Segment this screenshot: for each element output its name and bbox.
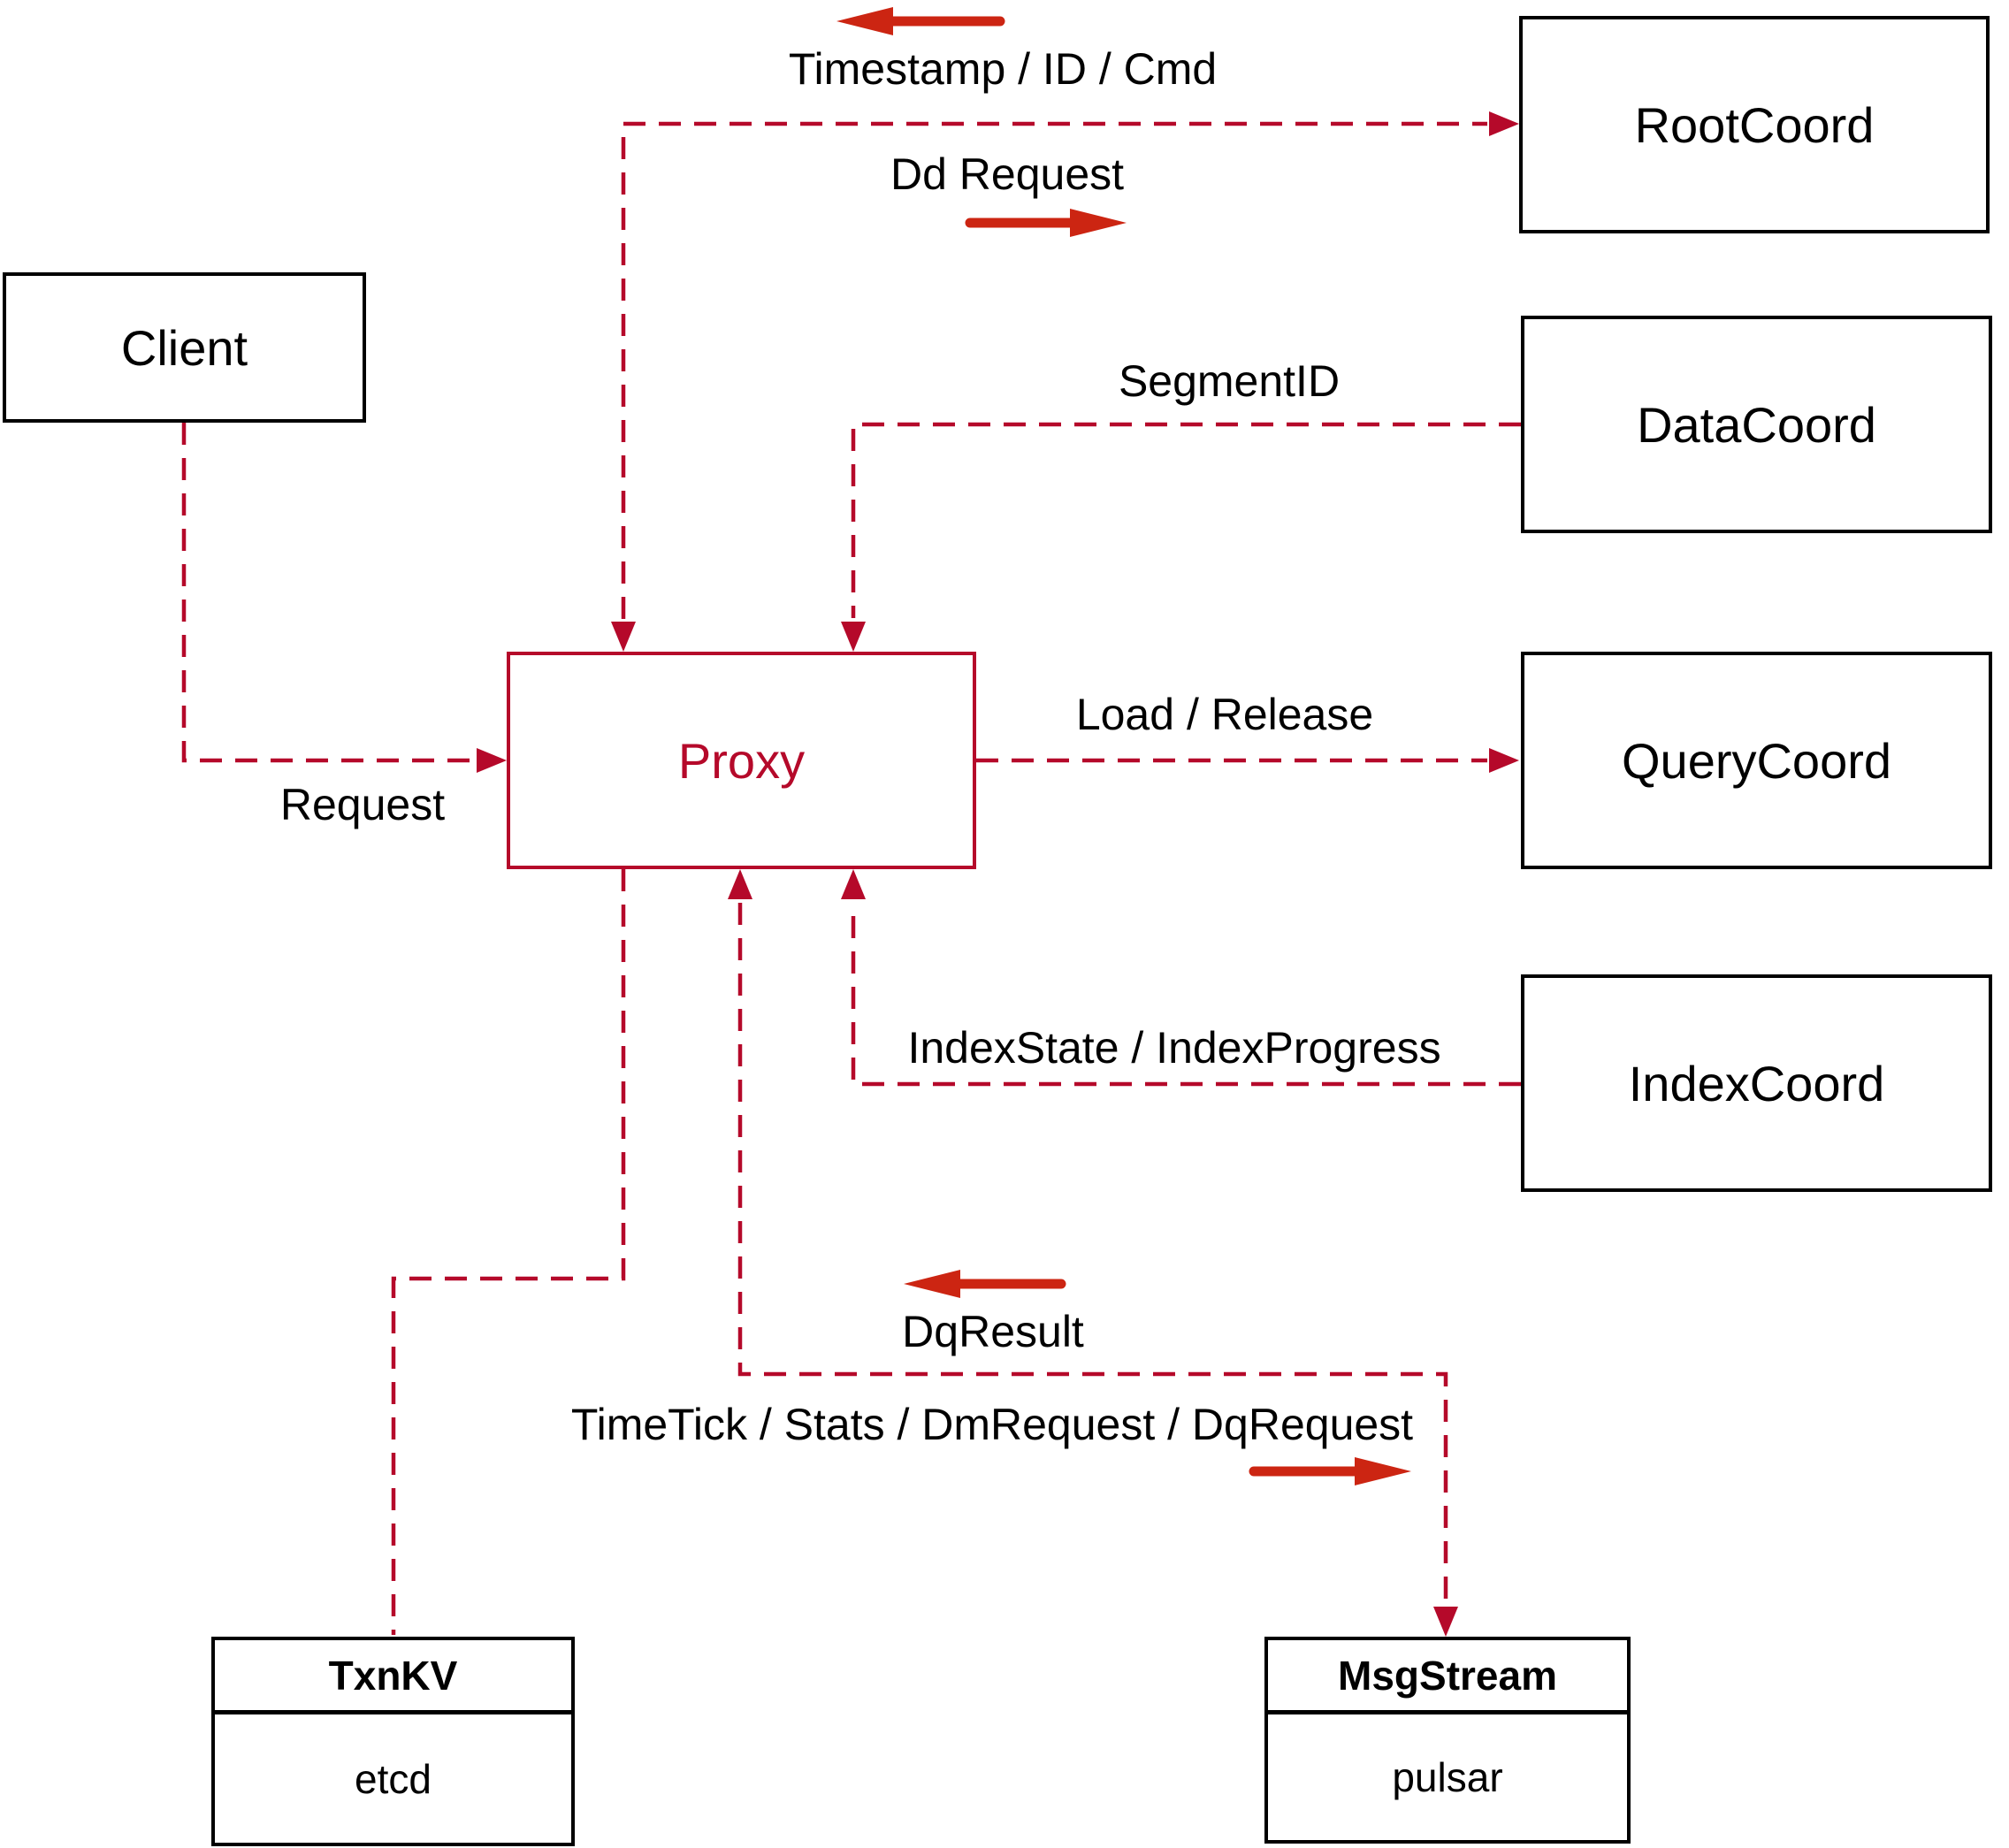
node-msgstream-subtitle: pulsar bbox=[1392, 1754, 1503, 1800]
node-msgstream: MsgStream pulsar bbox=[1264, 1637, 1631, 1844]
edge-indexcoord-proxy bbox=[851, 903, 1521, 1087]
node-indexcoord: IndexCoord bbox=[1521, 974, 1992, 1192]
node-rootcoord: RootCoord bbox=[1519, 16, 1990, 233]
edge-client-proxy bbox=[181, 423, 473, 763]
arrowhead-into-proxy-top-left bbox=[611, 622, 636, 652]
flow-arrow-timetick-right bbox=[1249, 1457, 1411, 1485]
arrowhead-into-proxy-bottom-right bbox=[841, 869, 866, 899]
node-txnkv: TxnKV etcd bbox=[211, 1637, 575, 1846]
arrowhead-into-proxy-top-right bbox=[841, 622, 866, 652]
edge-proxy-rootcoord bbox=[621, 121, 1487, 619]
edge-datacoord-proxy bbox=[851, 422, 1521, 618]
edge-label-timestamp-id-cmd: Timestamp / ID / Cmd bbox=[788, 44, 1218, 94]
node-datacoord: DataCoord bbox=[1521, 316, 1992, 533]
edge-label-request: Request bbox=[279, 780, 446, 829]
edge-proxy-txnkv bbox=[391, 869, 626, 1635]
node-datacoord-label: DataCoord bbox=[1637, 396, 1876, 453]
edge-label-load-release: Load / Release bbox=[1075, 690, 1374, 739]
arrowhead-into-msgstream bbox=[1433, 1607, 1458, 1637]
node-proxy-label: Proxy bbox=[677, 732, 806, 789]
edge-label-dq-result: DqResult bbox=[902, 1307, 1084, 1356]
node-txnkv-subtitle: etcd bbox=[355, 1755, 432, 1802]
node-rootcoord-label: RootCoord bbox=[1634, 96, 1875, 153]
flow-arrow-ddrequest-right bbox=[965, 209, 1127, 237]
flow-arrow-timestamp-left bbox=[836, 7, 1005, 35]
flow-arrow-dqresult-left bbox=[904, 1270, 1066, 1298]
node-client: Client bbox=[3, 272, 366, 423]
node-client-label: Client bbox=[120, 319, 248, 376]
edge-label-index-state-progress: IndexState / IndexProgress bbox=[907, 1023, 1441, 1073]
edge-label-segment-id: SegmentID bbox=[1118, 356, 1341, 406]
node-txnkv-title: TxnKV bbox=[215, 1640, 571, 1714]
edge-label-timetick-stats: TimeTick / Stats / DmRequest / DqRequest bbox=[570, 1400, 1414, 1449]
edge-proxy-msgstream bbox=[737, 903, 1448, 1603]
node-querycoord: QueryCoord bbox=[1521, 652, 1992, 869]
edge-label-dd-request: Dd Request bbox=[890, 149, 1125, 199]
arrowhead-into-querycoord bbox=[1489, 748, 1519, 773]
node-indexcoord-label: IndexCoord bbox=[1628, 1055, 1885, 1111]
node-proxy: Proxy bbox=[507, 652, 976, 869]
node-querycoord-label: QueryCoord bbox=[1621, 732, 1892, 789]
arrowhead-into-rootcoord bbox=[1489, 111, 1519, 136]
arrowhead-into-proxy-left bbox=[477, 748, 507, 773]
node-msgstream-title: MsgStream bbox=[1268, 1640, 1627, 1714]
arrowhead-into-proxy-bottom-left bbox=[728, 869, 752, 899]
